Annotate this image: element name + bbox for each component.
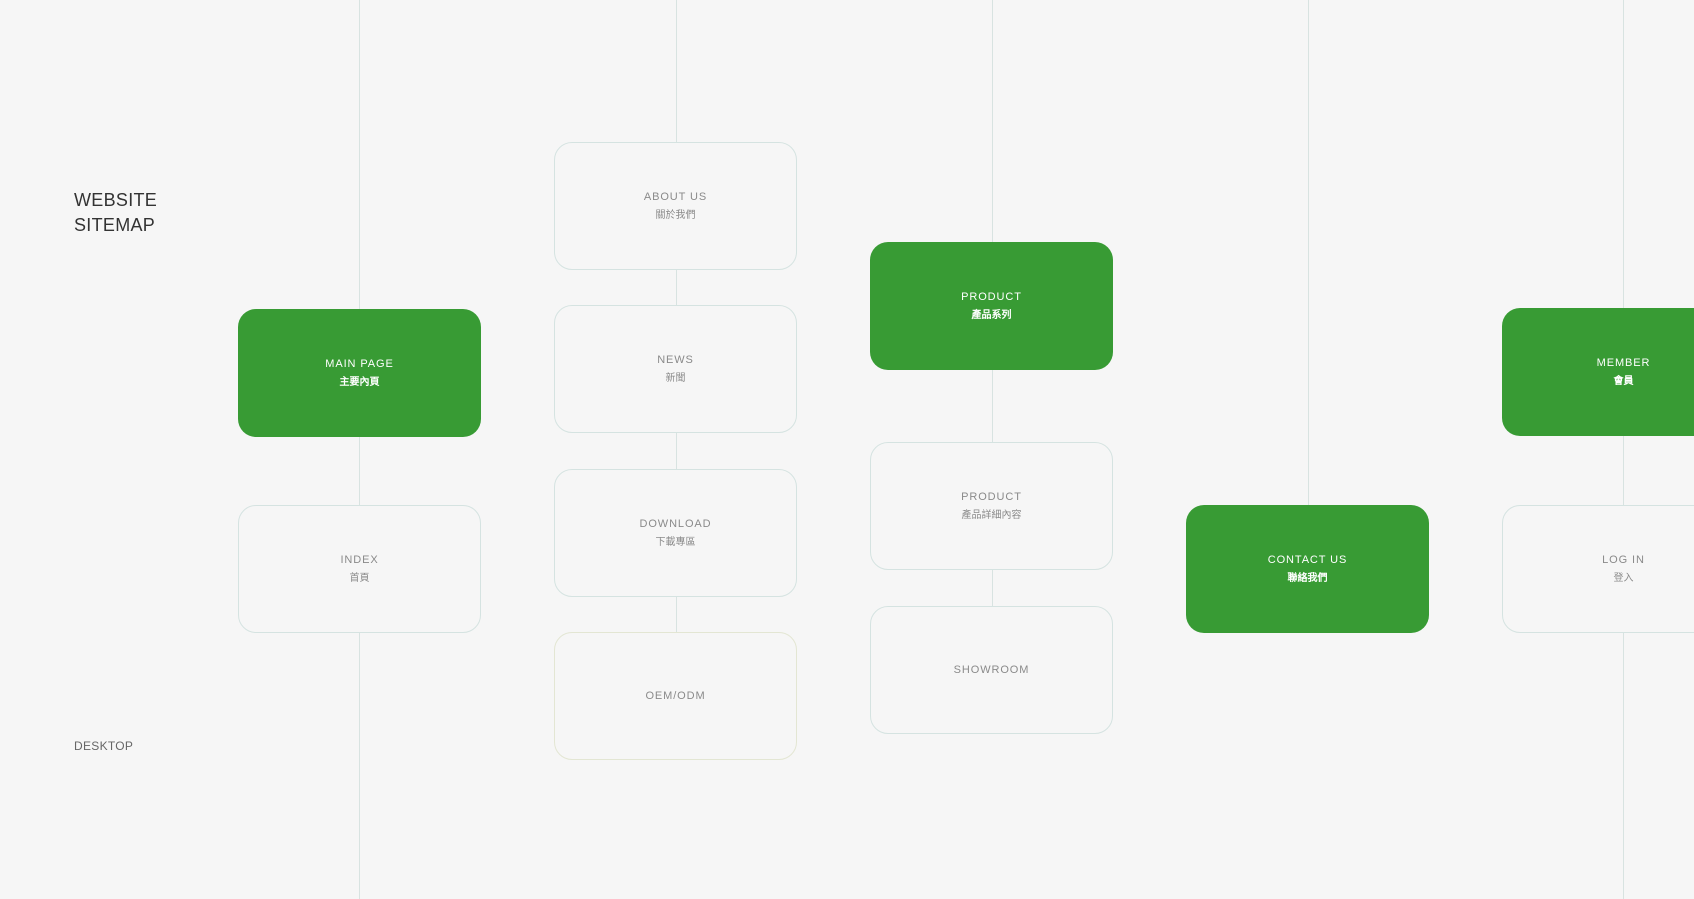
node-about-us[interactable]: ABOUT US 關於我們 <box>554 142 797 270</box>
node-index[interactable]: INDEX 首頁 <box>238 505 481 633</box>
node-member-en: MEMBER <box>1596 356 1651 369</box>
sitemap-title-line2: SITEMAP <box>74 215 156 235</box>
node-showroom-en: SHOWROOM <box>953 663 1030 676</box>
node-index-zh: 首頁 <box>349 572 370 584</box>
node-member-zh: 會員 <box>1613 375 1634 387</box>
node-product-detail-zh: 產品詳細內容 <box>961 509 1022 521</box>
node-download-zh: 下載專區 <box>655 536 696 548</box>
connector-news-download <box>676 432 677 470</box>
node-contact-us-en: CONTACT US <box>1267 553 1348 566</box>
column-line-contact <box>1308 0 1309 505</box>
node-member[interactable]: MEMBER 會員 <box>1502 308 1694 436</box>
column-line-about <box>676 0 677 143</box>
node-about-us-zh: 關於我們 <box>655 209 696 221</box>
node-contact-us-zh: 聯絡我們 <box>1287 572 1328 584</box>
node-product-detail-en: PRODUCT <box>961 490 1022 503</box>
node-news-en: NEWS <box>657 353 694 366</box>
node-product-zh: 產品系列 <box>971 309 1012 321</box>
sitemap-title-line1: WEBSITE <box>74 190 158 210</box>
node-oem-odm[interactable]: OEM/ODM <box>554 632 797 760</box>
node-index-en: INDEX <box>340 553 379 566</box>
node-about-us-en: ABOUT US <box>643 190 708 203</box>
node-log-in-zh: 登入 <box>1613 572 1634 584</box>
node-contact-us[interactable]: CONTACT US 聯絡我們 <box>1186 505 1429 633</box>
node-news-zh: 新聞 <box>665 372 686 384</box>
connector-about-news <box>676 269 677 306</box>
node-download[interactable]: DOWNLOAD 下載專區 <box>554 469 797 597</box>
column-line-product <box>992 0 993 243</box>
node-news[interactable]: NEWS 新聞 <box>554 305 797 433</box>
node-product-detail[interactable]: PRODUCT 產品詳細內容 <box>870 442 1113 570</box>
column-line-main-page <box>359 0 360 899</box>
node-product[interactable]: PRODUCT 產品系列 <box>870 242 1113 370</box>
sitemap-title: WEBSITE SITEMAP <box>74 188 157 238</box>
node-showroom[interactable]: SHOWROOM <box>870 606 1113 734</box>
connector-detail-showroom <box>992 569 993 607</box>
connector-product-detail <box>992 369 993 443</box>
node-log-in[interactable]: LOG IN 登入 <box>1502 505 1694 633</box>
node-product-en: PRODUCT <box>961 290 1022 303</box>
node-main-page[interactable]: MAIN PAGE 主要內頁 <box>238 309 481 437</box>
node-main-page-en: MAIN PAGE <box>325 357 394 370</box>
node-oem-odm-en: OEM/ODM <box>645 689 706 702</box>
node-log-in-en: LOG IN <box>1602 553 1645 566</box>
node-main-page-zh: 主要內頁 <box>339 376 380 388</box>
device-label: DESKTOP <box>74 739 134 753</box>
connector-member-login <box>1623 435 1624 505</box>
connector-download-oem <box>676 596 677 633</box>
node-download-en: DOWNLOAD <box>639 517 712 530</box>
